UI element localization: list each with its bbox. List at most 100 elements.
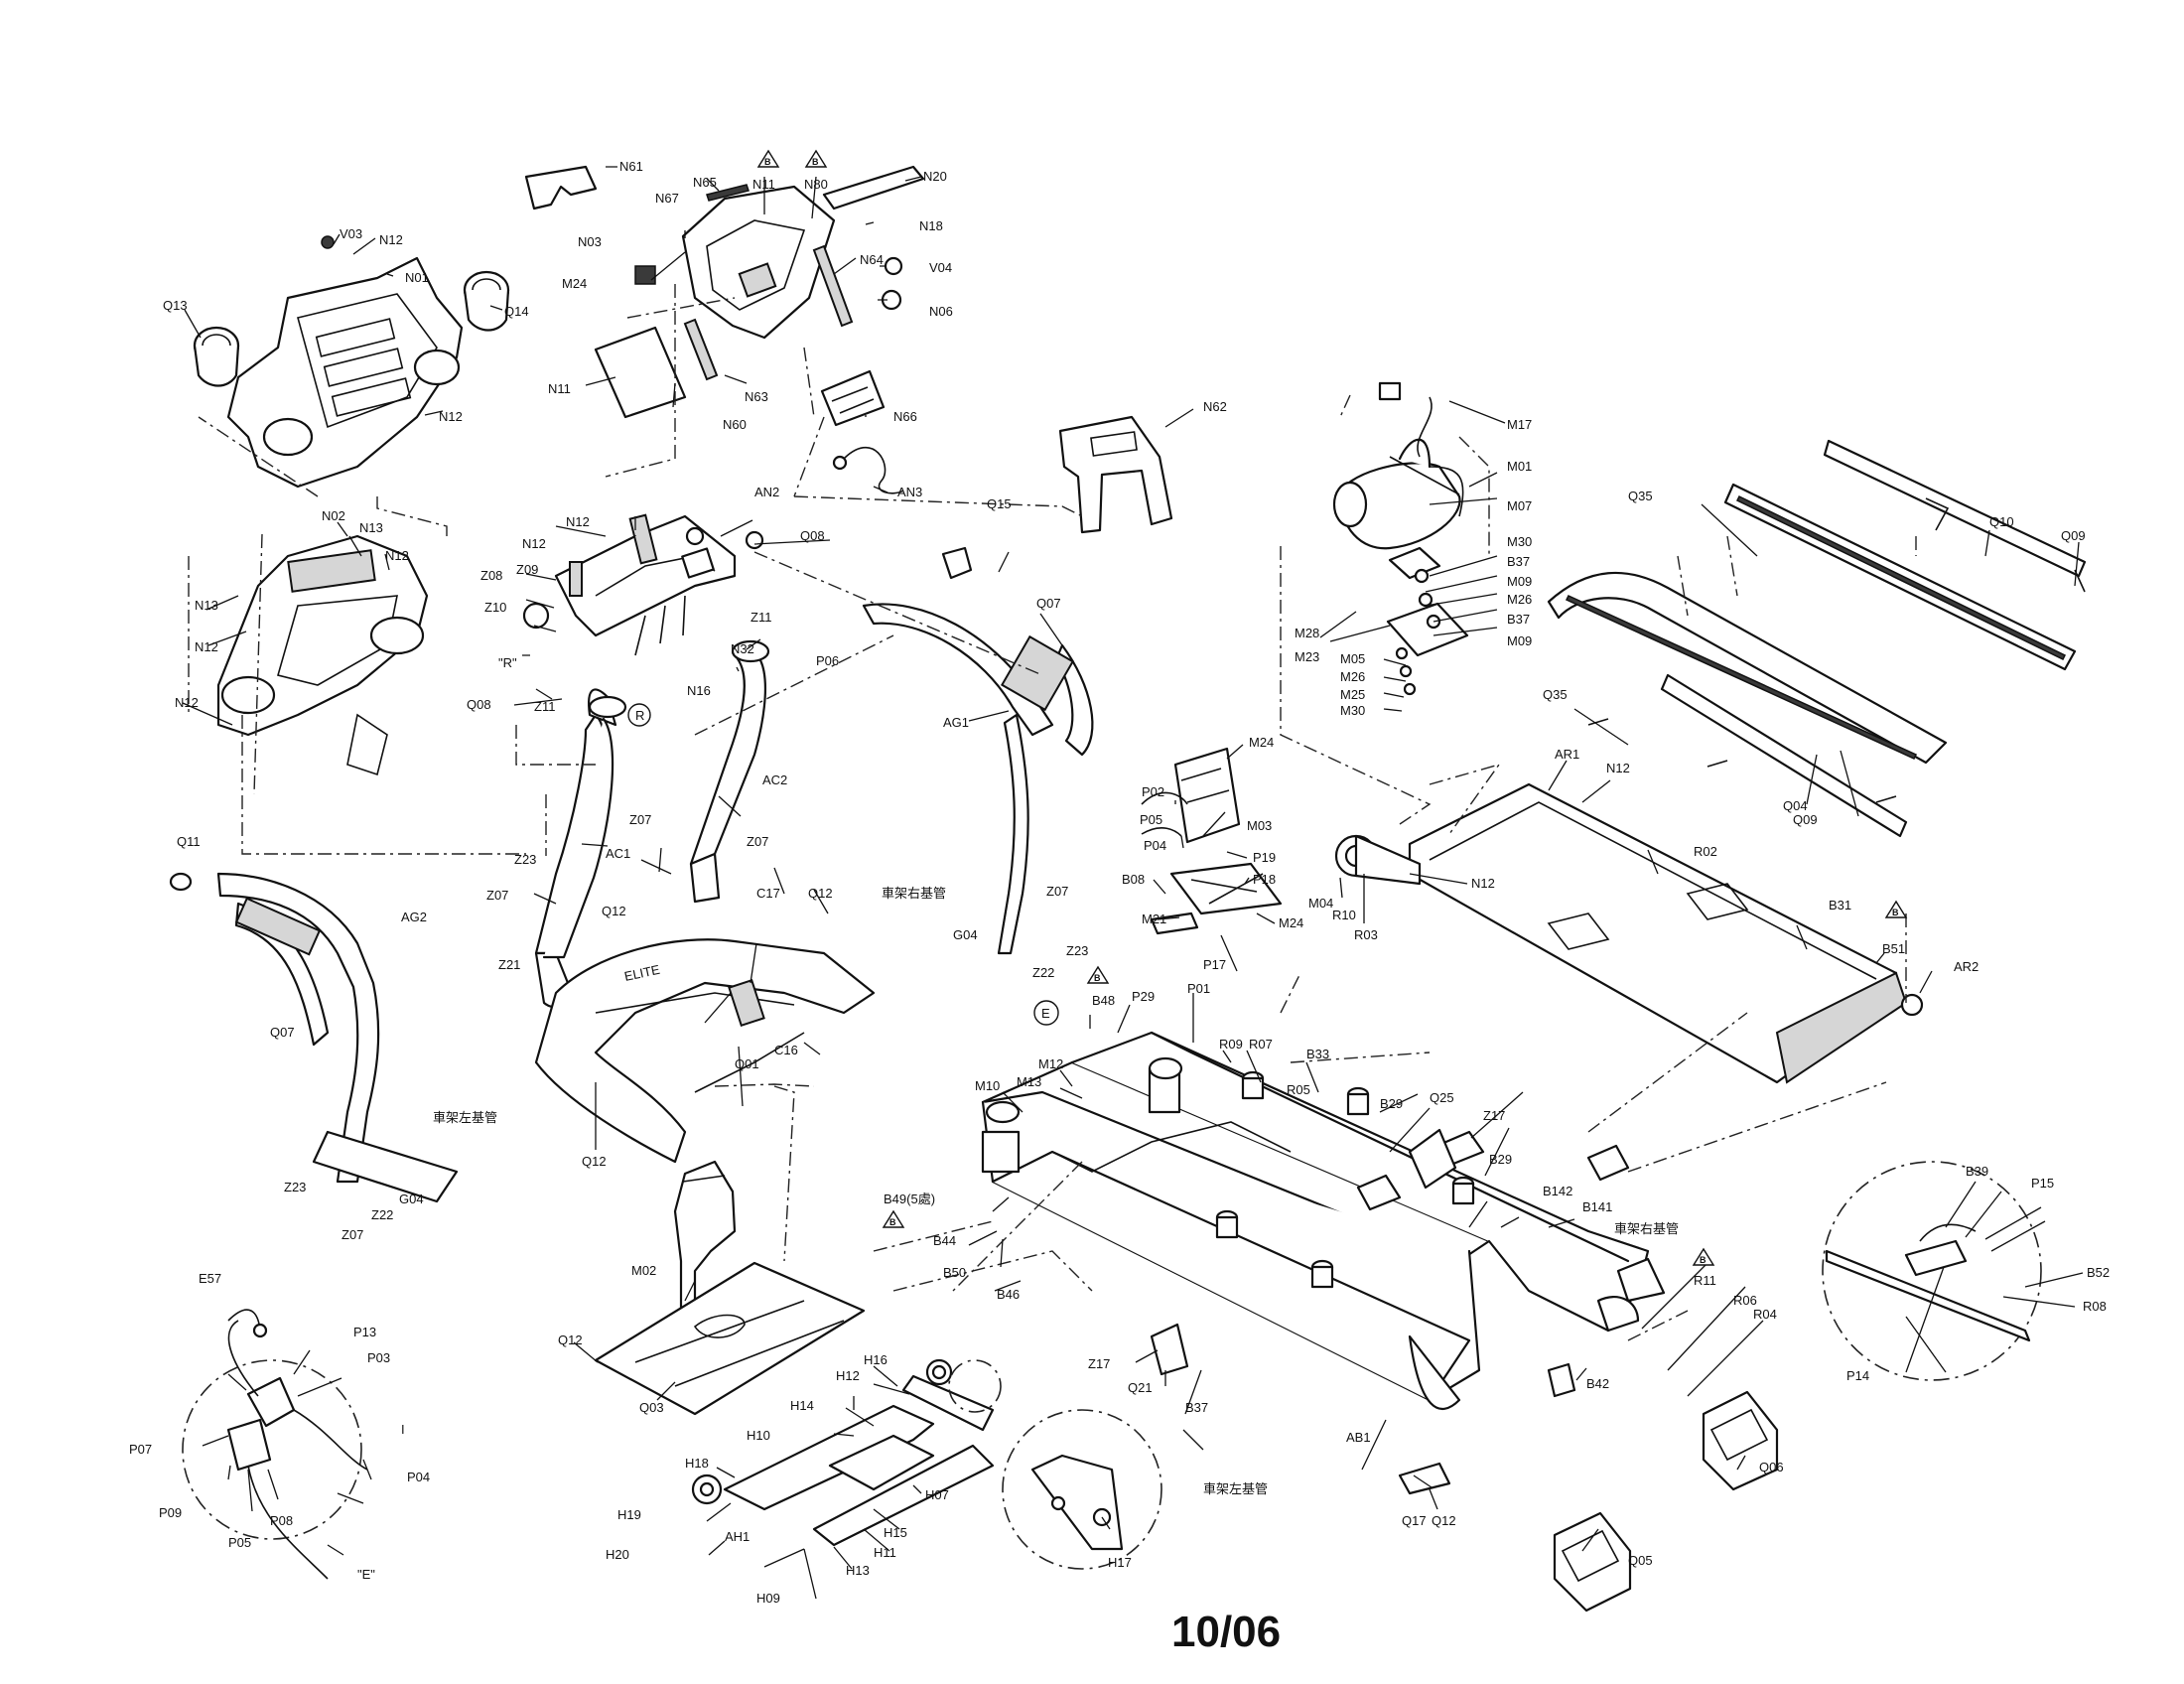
label-q25: Q25: [1430, 1090, 1454, 1105]
label-n12: N12: [566, 514, 590, 529]
label-i: I: [401, 1422, 405, 1437]
label-m24: M24: [1279, 915, 1303, 930]
label-h17: H17: [1108, 1555, 1132, 1570]
label-p05: P05: [228, 1535, 251, 1550]
label-n32: N32: [731, 641, 754, 656]
label-n13: N13: [359, 520, 383, 535]
label-n13: N13: [195, 598, 218, 613]
label-b37: B37: [1185, 1400, 1208, 1415]
label-p19: P19: [1253, 850, 1276, 865]
side-rail-q10: [1723, 439, 2087, 671]
label-n61: N61: [619, 159, 643, 174]
label-h18: H18: [685, 1456, 709, 1471]
label-c16: C16: [774, 1043, 798, 1057]
label-p06: P06: [816, 653, 839, 668]
label-q10: Q10: [1989, 514, 2014, 529]
label-r05: R05: [1287, 1082, 1310, 1097]
label-b37: B37: [1507, 612, 1530, 627]
label-q17: Q17: [1402, 1513, 1427, 1528]
footer-date: 10/06: [1171, 1608, 1281, 1656]
label-z07: Z07: [747, 834, 768, 849]
frame-main-ab1: [981, 1031, 1666, 1495]
label-n20: N20: [923, 169, 947, 184]
label-z11: Z11: [534, 699, 555, 714]
label-r02: R02: [1694, 844, 1717, 859]
label-h07: H07: [925, 1487, 949, 1502]
detail-circle-b52: [1822, 1161, 2042, 1381]
label-an3: AN3: [897, 485, 922, 499]
label-m03: M03: [1247, 818, 1272, 833]
label-q07: Q07: [1036, 596, 1061, 611]
label-v03: V03: [340, 226, 362, 241]
label-q12: Q12: [1432, 1513, 1456, 1528]
label-z10: Z10: [484, 600, 506, 615]
label-m25: M25: [1340, 687, 1365, 702]
label-m17: M17: [1507, 417, 1532, 432]
label-h20: H20: [606, 1547, 629, 1562]
warning-mark: B: [764, 157, 771, 167]
label-q03: Q03: [639, 1400, 664, 1415]
detail-circle-h17: [1002, 1409, 1162, 1570]
motor-hood-q01: ELITE: [534, 938, 876, 1164]
console-cover-assembly: [524, 165, 1173, 534]
label-r09: R09: [1219, 1037, 1243, 1052]
label-h14: H14: [790, 1398, 814, 1413]
detail-circle-small: [948, 1359, 1002, 1413]
handrail-ac2: [689, 639, 770, 904]
circled-e-marker: E: [1033, 1000, 1059, 1026]
label-g04: G04: [953, 927, 978, 942]
label-frame-left-tube: 車架左基管: [433, 1111, 497, 1126]
label-n12: N12: [385, 548, 409, 563]
label-ac1: AC1: [606, 846, 630, 861]
label-n12: N12: [439, 409, 463, 424]
label-z11: Z11: [751, 610, 771, 625]
label-m05: M05: [1340, 651, 1365, 666]
label-h15: H15: [884, 1525, 907, 1540]
label-h12: H12: [836, 1368, 860, 1383]
label-n66: N66: [893, 409, 917, 424]
label-g04: G04: [399, 1192, 424, 1206]
warning-icon: B: [1692, 1247, 1715, 1266]
label-r03: R03: [1354, 927, 1378, 942]
label-m24: M24: [562, 276, 587, 291]
drive-motor-m01: [1332, 381, 1469, 696]
label-m26: M26: [1507, 592, 1532, 607]
label-m28: M28: [1295, 626, 1319, 640]
label-q15: Q15: [987, 496, 1012, 511]
label-frame-right-tube: 車架右基管: [1614, 1222, 1679, 1237]
label-b52: B52: [2087, 1265, 2110, 1280]
label-m01: M01: [1507, 459, 1532, 474]
label-b31: B31: [1829, 898, 1851, 912]
upright-ag1: [862, 546, 1094, 955]
label-q07: Q07: [270, 1025, 295, 1040]
warning-icon: B: [804, 149, 828, 168]
label-z22: Z22: [371, 1207, 393, 1222]
label-q09: Q09: [2061, 528, 2086, 543]
label-n80: N80: [804, 177, 828, 192]
label-p14: P14: [1846, 1368, 1869, 1383]
label-q06: Q06: [1759, 1460, 1784, 1474]
label-n06: N06: [929, 304, 953, 319]
label-q04: Q04: [1783, 798, 1808, 813]
label-b46: B46: [997, 1287, 1020, 1302]
label-m30: M30: [1340, 703, 1365, 718]
label-q11: Q11: [177, 834, 201, 849]
label-an2: AN2: [754, 485, 779, 499]
label-z07: Z07: [629, 812, 651, 827]
label-n16: N16: [687, 683, 711, 698]
label-q35: Q35: [1628, 489, 1653, 503]
warning-icon: B: [882, 1209, 905, 1228]
label-n03: N03: [578, 234, 602, 249]
label-n01: N01: [405, 270, 429, 285]
label-r08: R08: [2083, 1299, 2107, 1314]
label-q12: Q12: [808, 886, 833, 901]
label-m04: M04: [1308, 896, 1333, 911]
label-e57: E57: [199, 1271, 221, 1286]
assembly-connection-lines: [188, 284, 1917, 1341]
label-p18: P18: [1253, 872, 1276, 887]
incline-motor-m02: [673, 1160, 737, 1313]
label-q13: Q13: [163, 298, 188, 313]
side-rail-q04: [1547, 571, 1948, 838]
label-p29: P29: [1132, 989, 1155, 1004]
label-r-marker: "R": [498, 655, 517, 670]
